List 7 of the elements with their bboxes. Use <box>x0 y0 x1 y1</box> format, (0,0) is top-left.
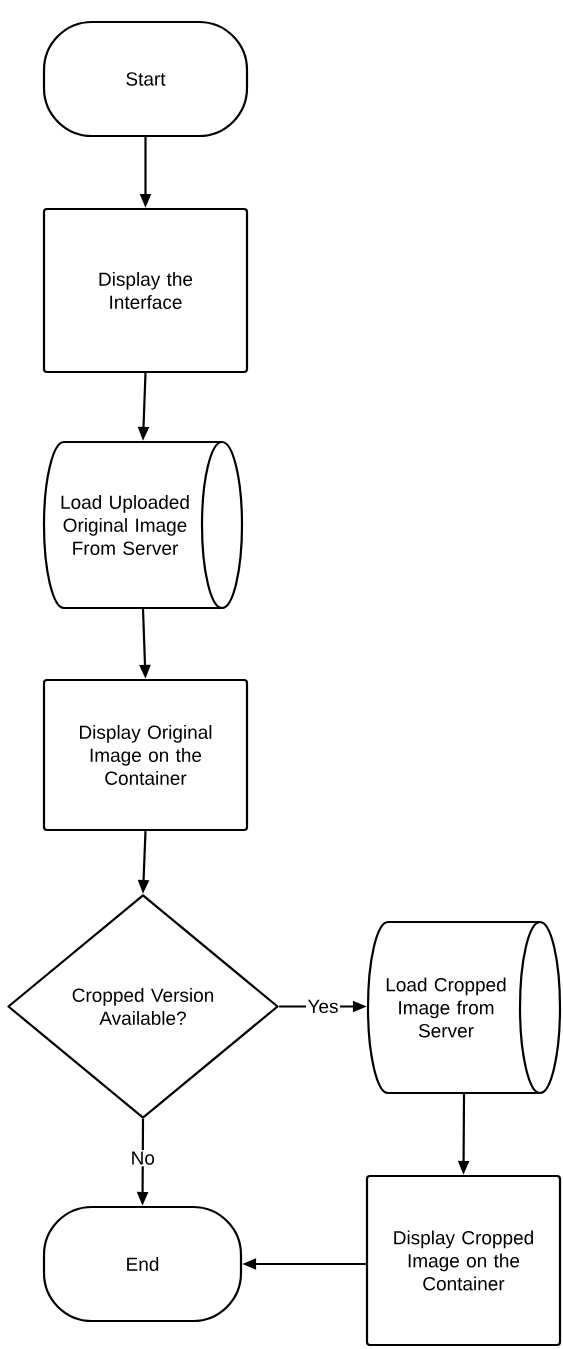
process-box: Display Cropped Image on the Container <box>365 1174 562 1347</box>
process-box: Display Original Image on the Container <box>42 678 249 832</box>
edge-label: No <box>129 1150 157 1167</box>
data-cylinder: Load Uploaded Original Image From Server <box>42 440 244 610</box>
data-cylinder: Load Cropped Image from Server <box>366 920 562 1095</box>
edge-label: Yes <box>306 998 340 1015</box>
process-box: Display the Interface <box>42 207 249 374</box>
